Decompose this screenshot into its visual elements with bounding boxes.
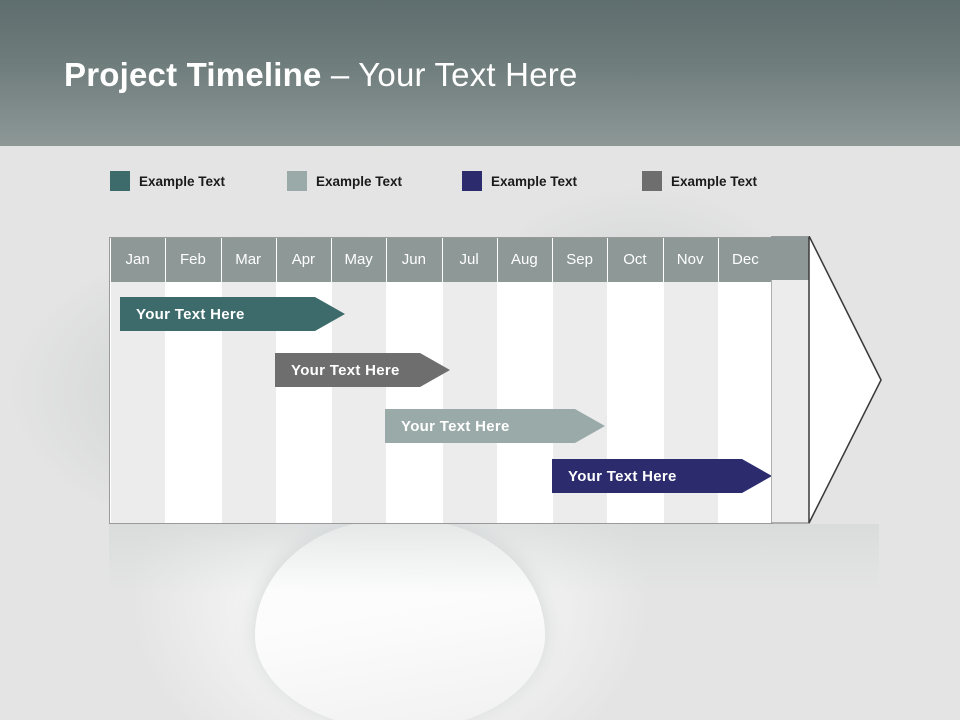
legend-swatch-icon bbox=[462, 171, 482, 191]
timeline-bar-label: Your Text Here bbox=[291, 361, 400, 379]
page-title: Project Timeline – Your Text Here bbox=[64, 56, 578, 94]
timeline-reflection bbox=[109, 524, 879, 594]
timeline-column-band bbox=[386, 282, 442, 523]
timeline-bar-body: Your Text Here bbox=[385, 409, 575, 443]
timeline-bar-arrow-icon bbox=[575, 409, 605, 443]
timeline-column-divider bbox=[220, 238, 222, 523]
legend-label: Example Text bbox=[139, 173, 226, 189]
timeline-month-sep[interactable]: Sep bbox=[566, 251, 593, 268]
timeline-bar-3[interactable]: Your Text Here bbox=[385, 409, 605, 443]
timeline-arrow-head bbox=[771, 236, 882, 524]
legend-item-4: Example Text bbox=[642, 170, 757, 192]
page-title-bold: Project Timeline bbox=[64, 56, 322, 93]
legend-label: Example Text bbox=[671, 173, 758, 189]
timeline-month-oct[interactable]: Oct bbox=[623, 251, 647, 268]
legend-swatch-icon bbox=[287, 171, 307, 191]
timeline-column-band bbox=[496, 282, 552, 523]
timeline-column-divider bbox=[496, 238, 498, 523]
timeline-month-feb[interactable]: Feb bbox=[179, 251, 206, 268]
timeline-bar-body: Your Text Here bbox=[120, 297, 315, 331]
timeline-month-apr[interactable]: Apr bbox=[291, 251, 316, 268]
timeline-bar-arrow-icon bbox=[420, 353, 450, 387]
timeline-column-divider bbox=[110, 238, 111, 523]
timeline-bar-4[interactable]: Your Text Here bbox=[552, 459, 772, 493]
title-band bbox=[0, 0, 960, 146]
legend-item-3: Example Text bbox=[462, 170, 577, 192]
timeline-month-dec[interactable]: Dec bbox=[732, 251, 759, 268]
legend-item-2: Example Text bbox=[287, 170, 402, 192]
timeline-bar-body: Your Text Here bbox=[275, 353, 420, 387]
legend-label: Example Text bbox=[491, 173, 578, 189]
timeline-bar-1[interactable]: Your Text Here bbox=[120, 297, 345, 331]
timeline-month-nov[interactable]: Nov bbox=[676, 251, 704, 268]
legend-label: Example Text bbox=[316, 173, 403, 189]
timeline-bar-body: Your Text Here bbox=[552, 459, 742, 493]
timeline-bar-2[interactable]: Your Text Here bbox=[275, 353, 450, 387]
legend-item-1: Example Text bbox=[110, 170, 225, 192]
page-title-rest: – Your Text Here bbox=[321, 56, 578, 93]
legend-swatch-icon bbox=[642, 171, 662, 191]
timeline-column-divider bbox=[165, 238, 167, 523]
timeline-month-may[interactable]: May bbox=[344, 251, 373, 268]
timeline-bar-arrow-icon bbox=[315, 297, 345, 331]
timeline-bar-label: Your Text Here bbox=[568, 467, 677, 485]
timeline-month-jun[interactable]: Jun bbox=[401, 251, 426, 268]
timeline-column-divider bbox=[662, 238, 664, 523]
timeline-month-jan[interactable]: Jan bbox=[125, 251, 150, 268]
timeline-month-aug[interactable]: Aug bbox=[511, 251, 538, 268]
timeline-month-mar[interactable]: Mar bbox=[235, 251, 262, 268]
timeline-month-jul[interactable]: Jul bbox=[459, 251, 479, 268]
timeline-bar-label: Your Text Here bbox=[136, 305, 245, 323]
legend-swatch-icon bbox=[110, 171, 130, 191]
timeline-column-divider bbox=[717, 238, 719, 523]
timeline-bar-label: Your Text Here bbox=[401, 417, 510, 435]
legend: Example Text Example Text Example Text Exam… bbox=[110, 170, 900, 194]
timeline-bar-arrow-icon bbox=[742, 459, 772, 493]
timeline-column-divider bbox=[552, 238, 553, 523]
timeline-column-divider bbox=[607, 238, 609, 523]
